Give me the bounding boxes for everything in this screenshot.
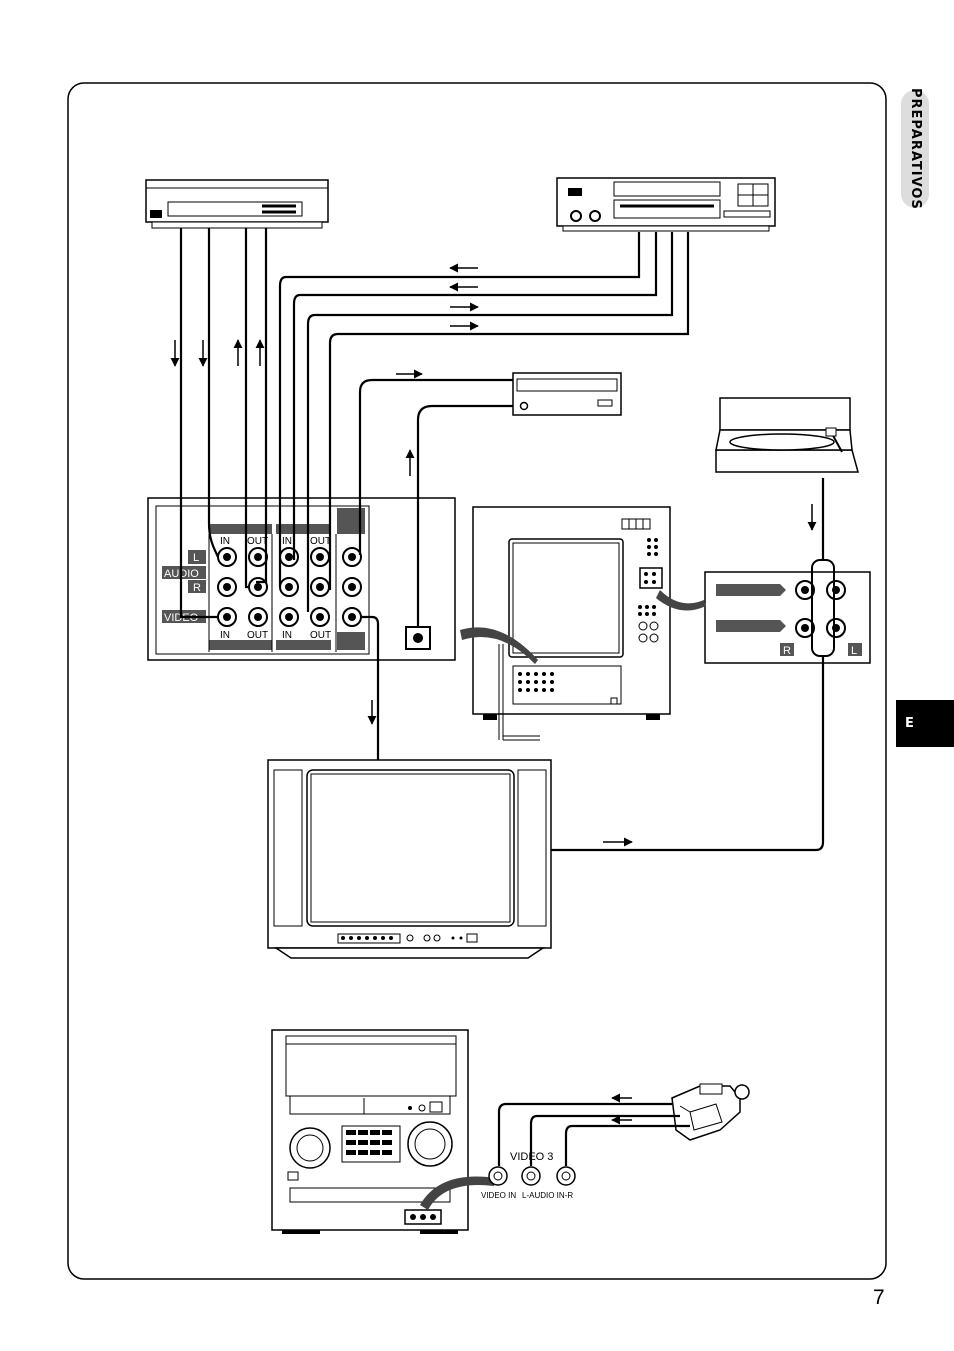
turntable-r-label: R (783, 645, 791, 657)
audio-in-label: L-AUDIO IN-R (522, 1191, 573, 1200)
receiver-in-label: IN (282, 536, 292, 547)
audio-r-label: R (193, 582, 201, 594)
audio-l-label: L (193, 552, 199, 564)
connection-cables (179, 228, 825, 1166)
turntable-device (715, 397, 859, 473)
tv-device (267, 759, 552, 959)
video-in-label: VIDEO IN (481, 1191, 516, 1200)
section-tab-oval (901, 90, 929, 208)
receiver-in-label: IN (220, 536, 230, 547)
receiver-rca-jacks (217, 547, 362, 627)
receiver-out-label: OUT (310, 630, 331, 641)
turntable-l-label: L (851, 645, 857, 657)
receiver-in-label: IN (282, 630, 292, 641)
cd-player-device (512, 372, 622, 416)
receiver-out-label: OUT (310, 536, 331, 547)
video-camera-device (671, 1083, 750, 1141)
video3-title: VIDEO 3 (510, 1151, 553, 1163)
video3-jacks (488, 1166, 576, 1186)
language-tab: E (896, 700, 954, 747)
connector-bands (420, 590, 706, 1210)
dvd-player-device (145, 179, 329, 229)
signal-arrows (170, 263, 817, 1125)
center-unit-device (472, 506, 671, 741)
mini-system-device (271, 1029, 469, 1234)
receiver-out-label: OUT (247, 536, 268, 547)
section-label: PREPARATIVOS (908, 88, 923, 210)
receiver-in-label: IN (220, 630, 230, 641)
page-number: 7 (873, 1286, 885, 1309)
cassette-deck-device (556, 177, 776, 232)
receiver-out-label: OUT (247, 630, 268, 641)
language-tab-label: E (905, 716, 914, 731)
diagram-frame (67, 82, 887, 1280)
receiver-back-panel (147, 497, 456, 661)
section-tab: PREPARATIVOS (895, 84, 935, 234)
